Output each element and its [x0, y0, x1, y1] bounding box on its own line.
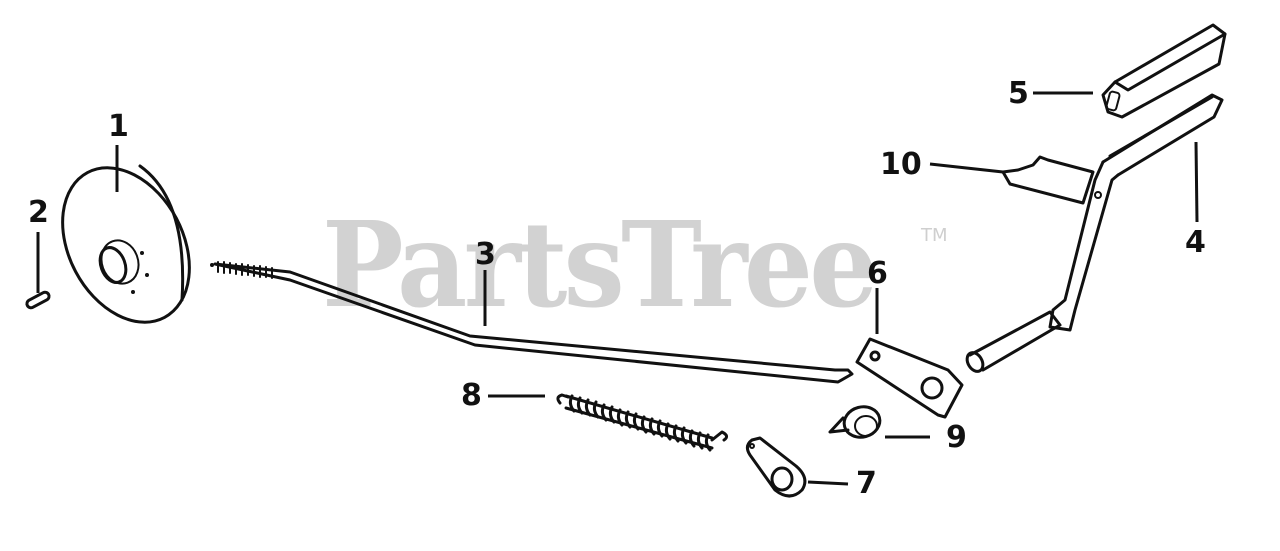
leader-4 — [1194, 141, 1199, 223]
callout-6[interactable]: 6 — [867, 256, 888, 291]
watermark-logo: PartsTree — [322, 195, 878, 334]
leader-10 — [929, 162, 1004, 174]
part-7-link-plate[interactable] — [745, 436, 807, 498]
trademark-symbol: TM — [921, 225, 948, 246]
part-2-key[interactable] — [25, 290, 51, 310]
part-10-bracket[interactable] — [1001, 155, 1095, 205]
part-6-bracket-plate[interactable] — [855, 337, 964, 419]
part-8-spring[interactable] — [556, 393, 729, 452]
leader-7 — [807, 480, 849, 486]
callout-2[interactable]: 2 — [28, 195, 49, 230]
part-3-rod[interactable] — [213, 261, 854, 384]
part-5-grip[interactable] — [1101, 23, 1227, 119]
callout-5[interactable]: 5 — [1008, 76, 1029, 111]
part-1-pulley[interactable] — [37, 146, 215, 344]
part-4-lever[interactable] — [964, 93, 1224, 374]
callout-7[interactable]: 7 — [856, 466, 877, 501]
callout-9[interactable]: 9 — [946, 420, 967, 455]
callout-8[interactable]: 8 — [461, 378, 482, 413]
callout-3[interactable]: 3 — [475, 237, 496, 272]
part-9-collar[interactable] — [828, 403, 883, 441]
callout-10[interactable]: 10 — [880, 147, 922, 182]
callout-4[interactable]: 4 — [1185, 225, 1206, 260]
callout-1[interactable]: 1 — [108, 109, 129, 144]
